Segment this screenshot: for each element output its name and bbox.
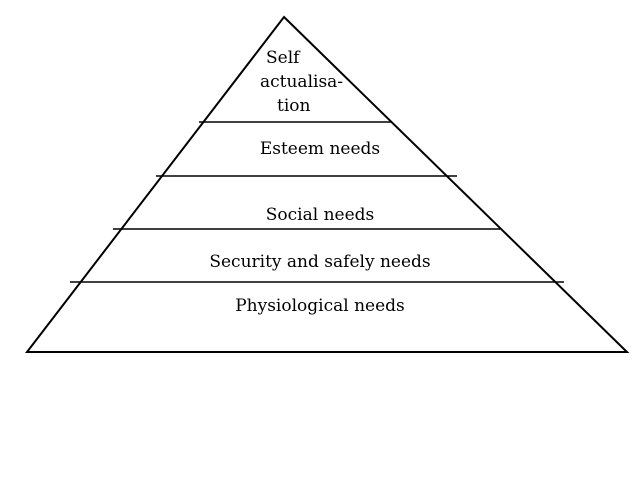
level-security-label: Security and safely needs — [209, 252, 431, 272]
level-self-actualisation-line-3: tion — [277, 96, 311, 116]
level-self-actualisation-line-2: actualisa- — [260, 72, 344, 92]
level-social-label: Social needs — [265, 205, 375, 225]
level-esteem-label: Esteem needs — [259, 139, 381, 159]
level-physiological-label: Physiological needs — [235, 296, 405, 316]
level-self-actualisation-line-1: Self — [266, 48, 300, 68]
pyramid-outline — [24, 15, 630, 353]
